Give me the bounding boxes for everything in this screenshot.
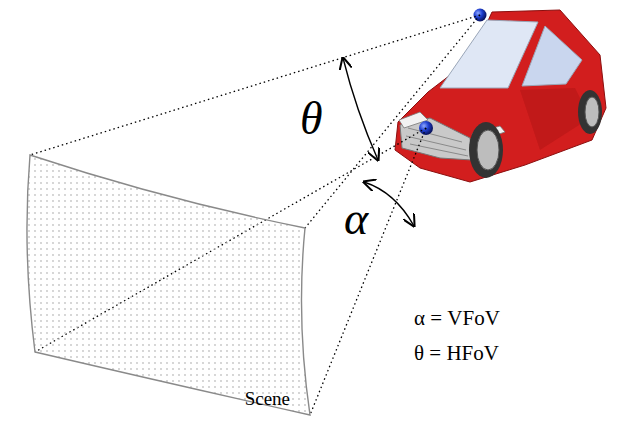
vfov-arc (364, 182, 414, 226)
hfov-definition: θ = HFoV (414, 343, 499, 364)
scene-surface: Scene (26, 150, 316, 422)
scene-label: Scene (245, 389, 290, 408)
vfov-definition: α = VFoV (414, 308, 500, 329)
vfov-symbol: α (344, 196, 368, 242)
scene-outline (26, 150, 316, 422)
hfov-symbol: θ (300, 96, 323, 142)
hfov-arc (343, 58, 378, 160)
car (395, 9, 606, 183)
